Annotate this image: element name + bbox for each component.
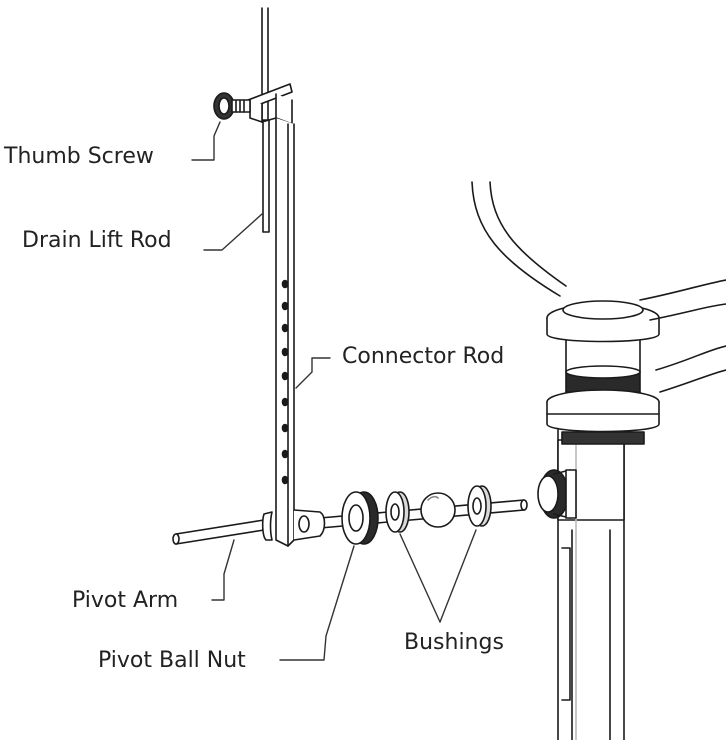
leader-lines	[191, 121, 477, 661]
leader-connector-rod	[295, 357, 331, 389]
label-connector-rod: Connector Rod	[342, 344, 505, 369]
pop-up-drain	[546, 300, 660, 445]
drain-tailpiece	[537, 429, 625, 740]
pivot-ball-nut	[341, 491, 379, 545]
label-pivot-arm: Pivot Arm	[72, 588, 179, 613]
label-bushings: Bushings	[404, 630, 504, 655]
leader-thumb-screw	[191, 121, 221, 161]
spring-clip	[261, 509, 326, 541]
bushing-left	[385, 491, 410, 533]
connector-clip	[247, 83, 293, 125]
pivot-ball	[420, 492, 456, 528]
leader-pivot-arm	[211, 539, 235, 601]
label-thumb-screw: Thumb Screw	[4, 144, 154, 169]
leader-bushing-left	[399, 533, 441, 623]
label-pivot-ball-nut: Pivot Ball Nut	[98, 648, 246, 673]
connector-rod	[275, 117, 295, 547]
label-drain-lift-rod: Drain Lift Rod	[22, 228, 172, 253]
leader-bushing-right	[439, 529, 477, 623]
bushing-right	[467, 485, 492, 527]
sink-basin	[471, 181, 726, 393]
thumb-screw	[213, 92, 251, 120]
leader-pivot-ball-nut	[279, 545, 355, 661]
leader-drain-lift-rod	[203, 213, 263, 251]
